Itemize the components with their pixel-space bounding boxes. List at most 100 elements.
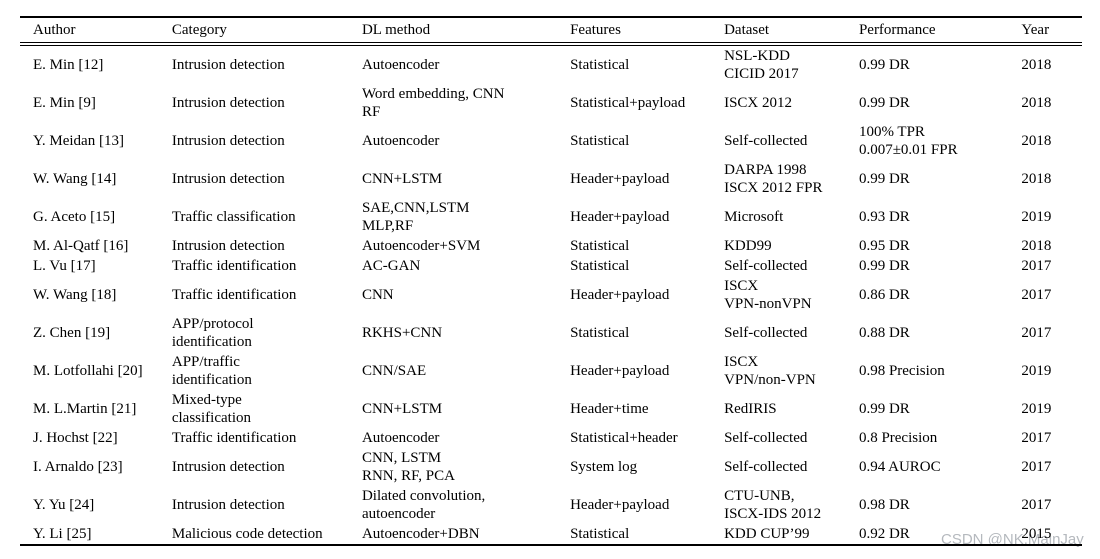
cell-features: Header+payload [570,287,670,303]
cell-category: Malicious code detection [171,526,323,542]
cell-features: Statistical [570,325,630,341]
cell-dl-method: Autoencoder+SVM [361,238,481,254]
cell-features: Statistical [570,238,630,254]
cell-features: System log [570,459,638,475]
cell-author: M. Lotfollahi [20] [33,363,143,379]
cell-dataset: KDD99 [724,238,772,254]
cell-dl-method: CNN/SAE [361,363,427,379]
cell-category: APP/protocol identification [171,316,254,350]
cell-category: Intrusion detection [171,57,285,73]
column-header-performance: Performance [858,17,1022,46]
cell-dataset: Microsoft [724,209,784,225]
column-header-dl-method: DL method [361,17,571,46]
cell-dataset: KDD CUP’99 [724,526,810,542]
cell-category: Intrusion detection [171,497,285,513]
cell-performance: 0.93 DR [858,209,910,225]
cell-category: Intrusion detection [171,459,285,475]
column-header-author: Author [20,17,172,46]
cell-author: J. Hochst [22] [33,430,118,446]
cell-year: 2015 [1021,526,1052,542]
cell-performance: 0.92 DR [858,526,910,542]
cell-dataset: Self-collected [724,133,808,149]
cell-author: M. L.Martin [21] [33,401,137,417]
cell-year: 2017 [1021,459,1052,475]
cell-year: 2019 [1021,363,1052,379]
cell-features: Statistical [570,57,630,73]
cell-author: E. Min [12] [33,57,104,73]
cell-category: Intrusion detection [171,238,285,254]
cell-dl-method: Autoencoder [361,133,440,149]
cell-features: Statistical [570,526,630,542]
cell-category: Traffic classification [171,209,296,225]
cell-dl-method: CNN+LSTM [361,171,443,187]
cell-features: Statistical [570,133,630,149]
cell-category: Mixed-type classification [171,392,251,426]
table-row: E. Min [9] Intrusion detection Word embedd… [20,84,1082,122]
cell-features: Header+payload [570,497,670,513]
cell-author: L. Vu [17] [33,258,96,274]
cell-dl-method: Word embedding, CNN RF [361,86,505,120]
cell-year: 2017 [1021,258,1052,274]
cell-performance: 0.94 AUROC [858,459,941,475]
cell-performance: 0.86 DR [858,287,910,303]
cell-dl-method: AC-GAN [361,258,421,274]
column-header-year: Year [1021,17,1082,46]
column-header-dataset: Dataset [724,17,859,46]
cell-year: 2018 [1021,95,1052,111]
cell-performance: 0.98 Precision [858,363,945,379]
cell-author: Y. Meidan [13] [33,133,124,149]
cell-performance: 0.99 DR [858,95,910,111]
cell-performance: 0.98 DR [858,497,910,513]
cell-dl-method: Autoencoder [361,430,440,446]
table-row: M. Lotfollahi [20]APP/traffic identifica… [20,352,1082,390]
cell-features: Header+payload [570,209,670,225]
cell-dataset: NSL-KDD CICID 2017 [724,48,799,82]
cell-author: W. Wang [18] [33,287,117,303]
cell-year: 2018 [1021,133,1052,149]
cell-performance: 0.95 DR [858,238,910,254]
cell-performance: 100% TPR 0.007±0.01 FPR [858,124,958,158]
cell-author: G. Aceto [15] [33,209,116,225]
cell-dataset: ISCX VPN-nonVPN [724,278,812,312]
cell-year: 2017 [1021,287,1052,303]
cell-author: Y. Yu [24] [33,497,95,513]
cell-performance: 0.88 DR [858,325,910,341]
cell-features: Statistical+payload [570,95,686,111]
cell-year: 2019 [1021,401,1052,417]
cell-dataset: ISCX 2012 [724,95,793,111]
cell-author: Z. Chen [19] [33,325,111,341]
cell-dl-method: CNN+LSTM [361,401,443,417]
cell-year: 2017 [1021,497,1052,513]
cell-features: Statistical+header [570,430,678,446]
cell-category: Intrusion detection [171,95,285,111]
cell-features: Header+time [570,401,649,417]
cell-dl-method: Autoencoder+DBN [361,526,480,542]
cell-performance: 0.99 DR [858,57,910,73]
table-row: M. Al-Qatf [16] Intrusion detection Autoen… [20,236,1082,256]
cell-year: 2019 [1021,209,1052,225]
cell-dataset: RedIRIS [724,401,777,417]
cell-dataset: Self-collected [724,258,808,274]
table-row: M. L.Martin [21] Mixed-type classificatio… [20,390,1082,428]
cell-author: W. Wang [14] [33,171,117,187]
cell-author: M. Al-Qatf [16] [33,238,129,254]
cell-features: Statistical [570,258,630,274]
cell-year: 2018 [1021,238,1052,254]
cell-dataset: Self-collected [724,325,808,341]
cell-year: 2018 [1021,57,1052,73]
cell-performance: 0.8 Precision [858,430,938,446]
cell-dl-method: Dilated convolution, autoencoder [361,488,486,522]
cell-author: E. Min [9] [33,95,96,111]
cell-features: Header+payload [570,363,670,379]
cell-dl-method: CNN [361,287,394,303]
cell-performance: 0.99 DR [858,401,910,417]
